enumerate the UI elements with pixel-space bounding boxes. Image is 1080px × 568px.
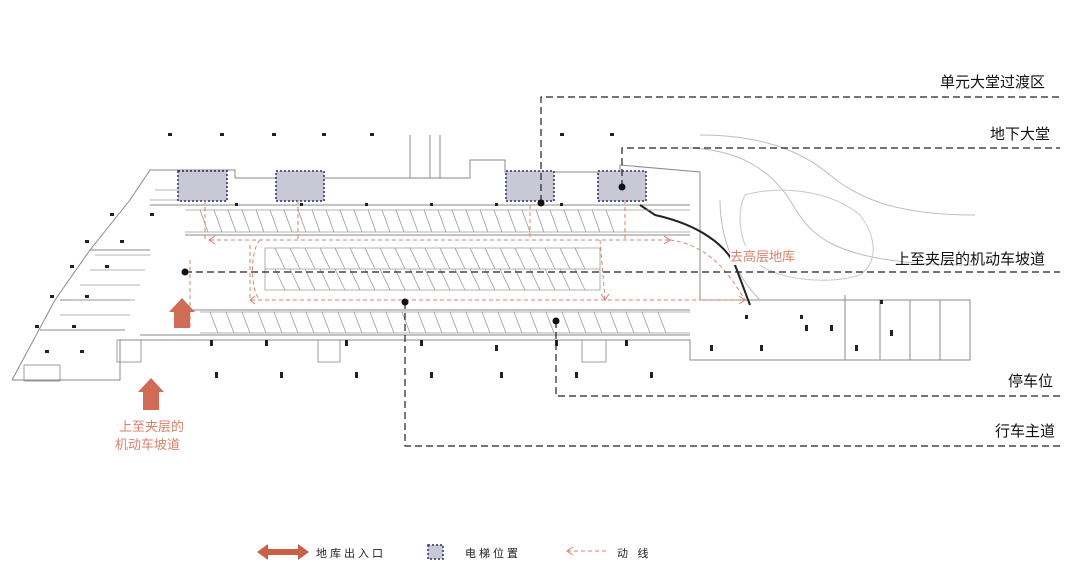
leader-parking xyxy=(555,321,1060,397)
label-to-highrise-garage: 去高层地库 xyxy=(730,246,796,265)
leader-underground-lobby xyxy=(621,147,1060,187)
label-ramp-to-mezzanine: 上至夹层的机动车坡道 xyxy=(895,250,1046,268)
elevator-box xyxy=(177,170,228,202)
structural-columns xyxy=(35,133,893,378)
stair-cores xyxy=(23,339,607,382)
elevator-box xyxy=(505,170,555,202)
label-ramp-left-line2: 机动车坡道 xyxy=(115,438,181,453)
legend-double-arrow-icon xyxy=(257,544,309,560)
legend-elevator-swatch xyxy=(427,544,444,560)
legend-graphics xyxy=(257,544,607,560)
leader-driveway xyxy=(404,302,1060,447)
circulation-arrowheads xyxy=(208,235,746,305)
legend-entrance-label: 地库出入口 xyxy=(316,547,386,560)
entrance-arrows xyxy=(138,298,195,410)
legend-elevator-label: 电梯位置 xyxy=(465,547,521,560)
parking-stalls xyxy=(60,189,690,334)
label-main-driveway: 行车主道 xyxy=(995,422,1056,440)
callout-leaders xyxy=(185,96,1060,447)
entrance-arrow xyxy=(138,378,164,410)
elevator-box xyxy=(275,170,325,202)
legend-circulation-label: 动 线 xyxy=(617,547,652,560)
label-parking-space: 停车位 xyxy=(1008,372,1054,390)
label-unit-lobby-transition: 单元大堂过渡区 xyxy=(940,73,1046,91)
elevator-positions xyxy=(177,170,647,202)
leader-unit-lobby xyxy=(540,96,1060,202)
building-outline xyxy=(11,134,976,381)
entrance-arrow xyxy=(169,298,195,328)
label-underground-lobby: 地下大堂 xyxy=(990,125,1051,143)
callout-dots xyxy=(181,183,626,325)
label-ramp-left-line1: 上至夹层的 xyxy=(119,420,185,435)
